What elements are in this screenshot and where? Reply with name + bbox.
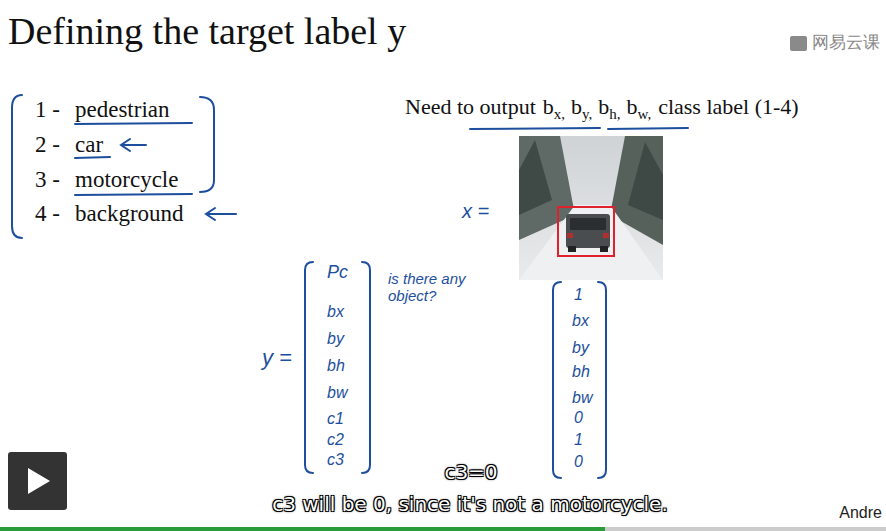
- class-name: car: [75, 132, 103, 158]
- play-button: [8, 452, 67, 510]
- var-subscript: w,: [638, 106, 652, 122]
- var-subscript: h,: [609, 106, 620, 122]
- output-line: Need to outputbx,by,bh,bw,class label (1…: [405, 94, 799, 123]
- input-label: x =: [462, 200, 489, 223]
- slide-title: Defining the target label y: [8, 10, 406, 54]
- subtitle: c3 will be 0, since it's not a motorcycl…: [272, 493, 668, 516]
- vector-value: 0: [574, 409, 583, 427]
- vector-entry: bh: [327, 357, 345, 375]
- vector-entry: by: [327, 330, 344, 348]
- vector-value: bw: [572, 389, 592, 407]
- list-number: 3 -: [35, 167, 60, 193]
- var-symbol: b: [627, 94, 638, 119]
- list-number: 4 -: [35, 201, 60, 227]
- vector-value: bx: [572, 312, 589, 330]
- var-symbol: b: [543, 94, 554, 119]
- class-name: pedestrian: [75, 97, 170, 123]
- list-number: 2 -: [35, 132, 60, 158]
- var-symbol: b: [571, 94, 582, 119]
- output-text: class label (1-4): [658, 94, 799, 119]
- class-name: background: [75, 201, 184, 227]
- car-photo: [519, 136, 663, 280]
- vector-value: bh: [572, 363, 590, 381]
- progress-bar: [0, 527, 605, 531]
- output-label: y =: [262, 345, 292, 370]
- vector-entry: bw: [327, 384, 347, 402]
- var-symbol: b: [598, 94, 609, 119]
- watermark-icon: [790, 36, 807, 51]
- var-subscript: y,: [582, 106, 592, 122]
- class-name: motorcycle: [75, 167, 178, 193]
- play-icon: [28, 468, 50, 494]
- vector-value: 1: [574, 286, 583, 304]
- annotation: is there any object?: [388, 270, 484, 305]
- vector-value: by: [572, 339, 589, 357]
- progress-track: [0, 527, 886, 531]
- handwriting-marks: [12, 95, 688, 478]
- vector-value: 1: [574, 431, 583, 449]
- subtitle: c3=0: [444, 461, 497, 484]
- output-text: Need to output: [405, 94, 536, 119]
- vector-entry: c3: [327, 451, 344, 469]
- vector-entry: c1: [327, 410, 344, 428]
- list-number: 1 -: [35, 97, 60, 123]
- vector-value: 0: [574, 453, 583, 471]
- author-name: Andre: [839, 504, 882, 522]
- vector-entry: Pc: [327, 262, 348, 283]
- watermark: 网易云课: [812, 33, 880, 53]
- vector-entry: bx: [327, 303, 344, 321]
- var-subscript: x,: [554, 106, 565, 122]
- vector-entry: c2: [327, 431, 344, 449]
